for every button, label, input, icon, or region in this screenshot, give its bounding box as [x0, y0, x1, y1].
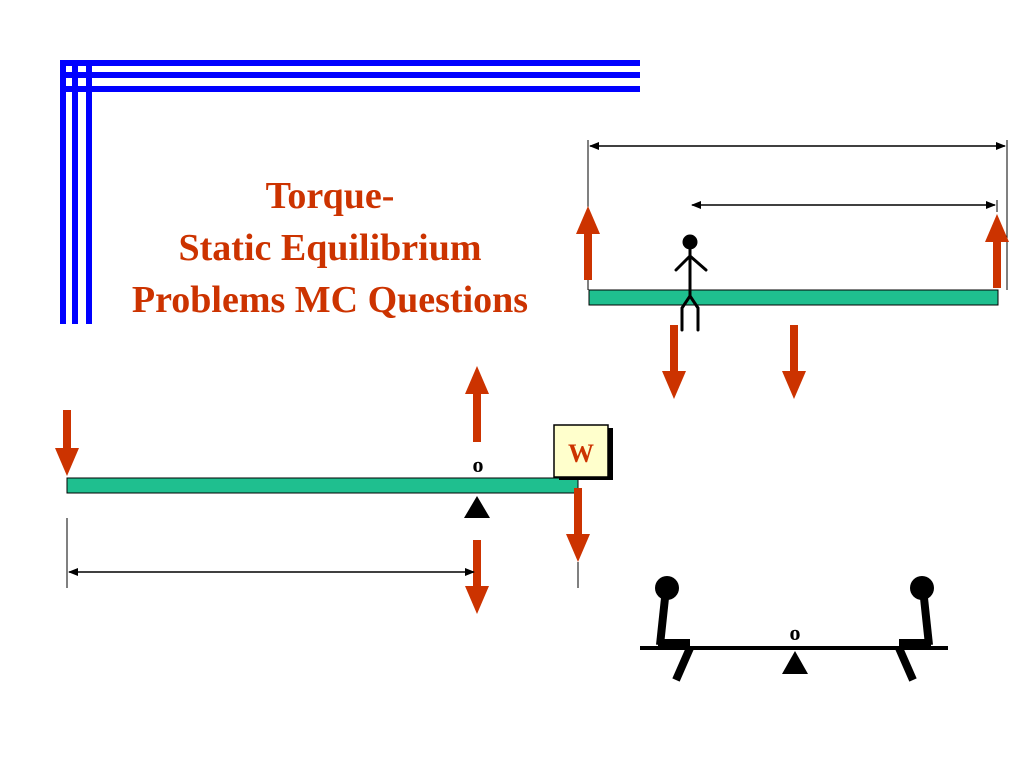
- seesaw-person-right: [895, 576, 934, 682]
- seesaw-pivot-triangle: [782, 651, 808, 674]
- frame-bar-horizontal-1: [60, 60, 640, 66]
- weight-box: W: [553, 424, 613, 480]
- lever-pivot-triangle: [464, 496, 490, 518]
- seesaw-person-left: [655, 576, 694, 682]
- title-line-2: Static Equilibrium: [178, 227, 482, 269]
- weight-label: W: [568, 439, 594, 468]
- frame-bar-vertical-3: [86, 60, 92, 324]
- lever-weight-diagram: W o: [55, 366, 613, 614]
- title-line-3: Problems MC Questions: [131, 279, 529, 321]
- lever-pivot-label: o: [473, 452, 484, 477]
- force-arrow-down-left-end: [55, 410, 79, 476]
- force-arrow-down-pivot: [465, 540, 489, 614]
- force-arrow-up-right: [985, 214, 1009, 288]
- slide-title: Torque- Static Equilibrium Problems MC Q…: [90, 170, 570, 326]
- force-arrow-down-center: [782, 325, 806, 399]
- frame-bar-horizontal-3: [60, 86, 640, 92]
- seesaw-diagram: o: [640, 576, 948, 682]
- frame-bar-vertical-2: [72, 60, 78, 324]
- person-figure: [674, 234, 708, 332]
- force-arrow-up-left: [576, 206, 600, 280]
- title-line-1: Torque-: [265, 175, 395, 217]
- frame-bar-vertical-1: [60, 60, 66, 324]
- beam-person-diagram: [576, 140, 1009, 399]
- force-arrow-down-person: [662, 325, 686, 399]
- corner-frame-decoration: [60, 60, 640, 324]
- beam-lever: [66, 477, 579, 494]
- force-arrow-up-pivot: [465, 366, 489, 442]
- beam-top: [588, 289, 999, 306]
- force-arrow-down-weight: [566, 488, 590, 562]
- frame-bar-horizontal-2: [60, 72, 640, 78]
- seesaw-pivot-label: o: [790, 620, 801, 645]
- person-head: [682, 234, 698, 250]
